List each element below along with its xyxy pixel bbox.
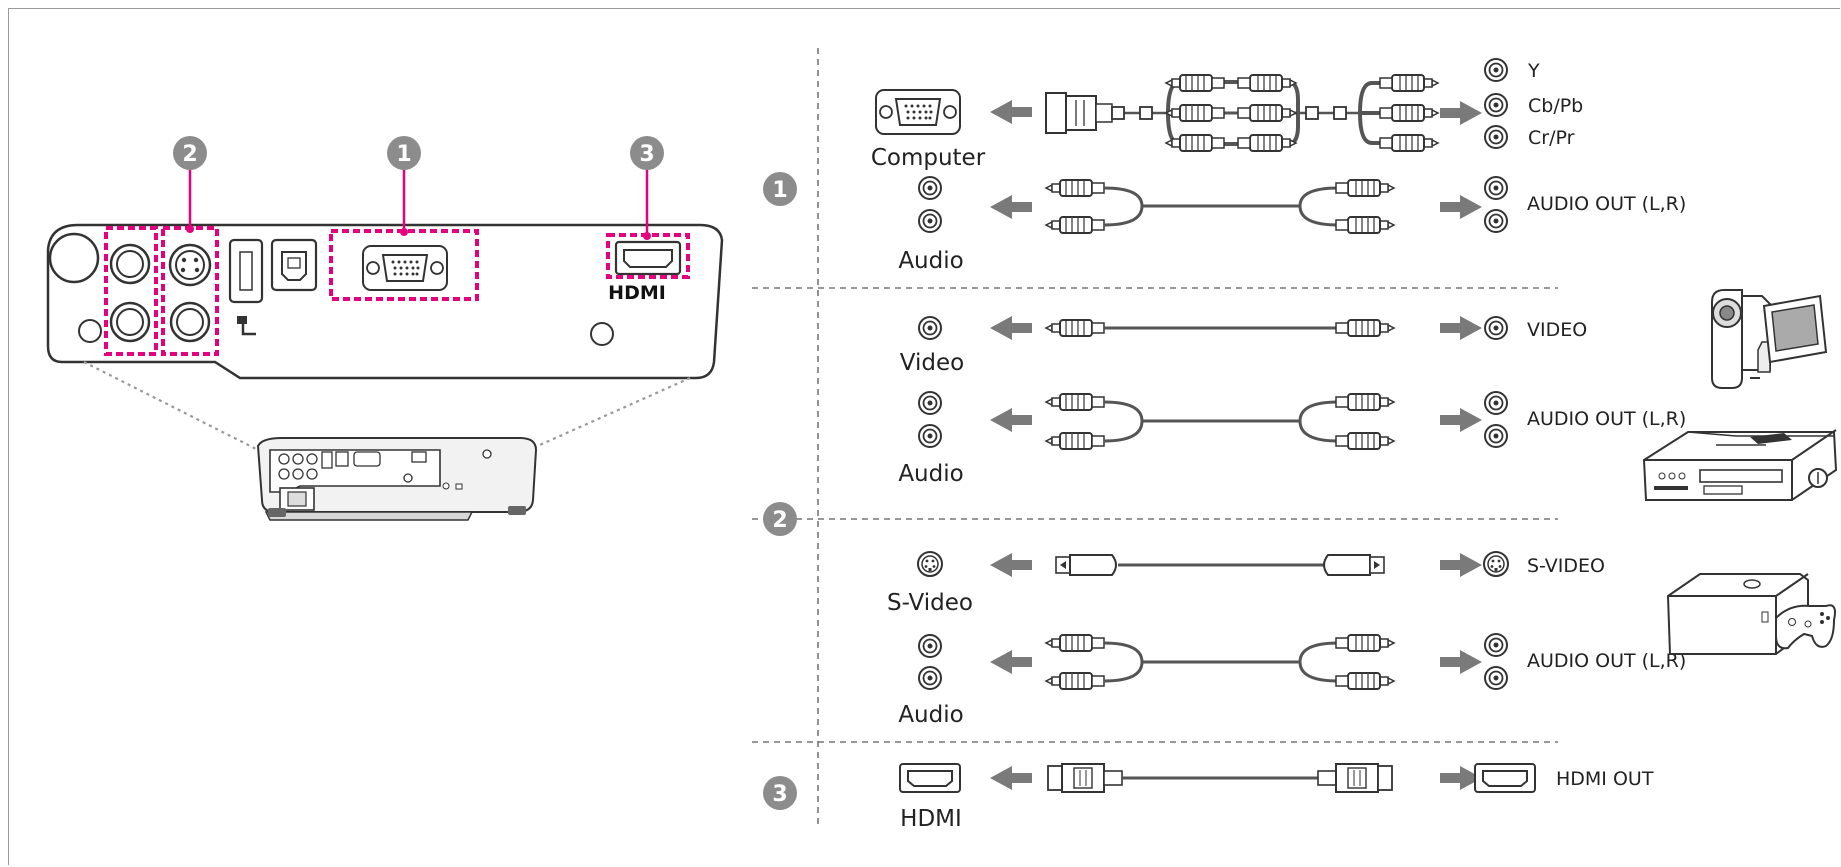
svideo-video-jacks xyxy=(168,243,212,343)
connection-label-audio: Audio xyxy=(898,702,963,728)
row-badge-1: 1 xyxy=(763,172,797,206)
audio-in-jacks xyxy=(109,243,151,343)
audio-out-label: AUDIO OUT (L,R) xyxy=(1527,193,1686,215)
connection-label-video: Video xyxy=(900,350,964,376)
row-badge-3: 3 xyxy=(763,776,797,810)
callout-badge-1: 1 xyxy=(387,136,421,170)
hdmi-plug-icon xyxy=(1047,763,1123,793)
svideo-out-label: S-VIDEO xyxy=(1527,555,1605,577)
svideo-plug-icon xyxy=(1055,554,1117,576)
component-label-y: Y xyxy=(1527,60,1540,82)
connection-label-svideo: S-Video xyxy=(887,590,973,616)
svg-text:3: 3 xyxy=(639,142,654,167)
projector-illustration xyxy=(256,437,538,521)
row-badge-2: 2 xyxy=(763,502,797,536)
hdmi-out-label: HDMI OUT xyxy=(1556,768,1654,790)
connection-label-audio: Audio xyxy=(898,248,963,274)
component-label-cr: Cr/Pr xyxy=(1528,127,1575,149)
vcr-icon xyxy=(1642,429,1838,501)
arrow-left-icon xyxy=(990,100,1032,124)
component-label-cb: Cb/Pb xyxy=(1528,95,1583,117)
arrow-right-icon xyxy=(1440,101,1482,125)
connection-label-hdmi: HDMI xyxy=(900,806,962,832)
table-dividers xyxy=(752,48,1558,825)
usb-symbol-icon xyxy=(237,316,256,336)
security-slot-icon xyxy=(48,232,100,284)
connection-computer: Computer Y Cb/Pb xyxy=(871,58,1583,171)
connection-label-audio: Audio xyxy=(898,461,963,487)
connection-label-computer: Computer xyxy=(871,145,986,171)
connection-video: Video VIDEO xyxy=(900,316,1587,376)
hdmi-plug-icon xyxy=(1317,763,1393,793)
svideo-plug-icon xyxy=(1323,554,1385,576)
svg-text:1: 1 xyxy=(772,178,787,203)
callout-badge-2: 2 xyxy=(173,136,207,170)
svg-text:2: 2 xyxy=(182,142,197,167)
svg-text:2: 2 xyxy=(772,508,787,533)
connection-svideo: S-Video S-VIDEO xyxy=(887,551,1605,616)
projector-rear-panel: HDMI 2 1 3 xyxy=(46,136,724,380)
computer-port-icon xyxy=(875,89,961,135)
callout-badge-3: 3 xyxy=(630,136,664,170)
hdmi-port-icon xyxy=(614,240,682,276)
camcorder-icon xyxy=(1711,289,1828,389)
vga-plug-icon xyxy=(1045,92,1113,134)
audio-out-label: AUDIO OUT (L,R) xyxy=(1527,650,1686,672)
hdmi-logo: HDMI xyxy=(608,282,666,304)
connection-audio-2: Audio AUDIO OUT (L,R) xyxy=(898,391,1686,487)
computer-port-icon xyxy=(362,245,448,291)
svg-text:3: 3 xyxy=(772,782,787,807)
video-out-label: VIDEO xyxy=(1527,319,1587,341)
audio-out-label: AUDIO OUT (L,R) xyxy=(1527,408,1686,430)
connection-audio-1: Audio AUDIO OUT (L,R) xyxy=(898,176,1686,274)
connection-hdmi: HDMI HDMI OUT xyxy=(899,763,1654,832)
svg-text:1: 1 xyxy=(396,142,411,167)
figure-frame xyxy=(8,8,1840,865)
game-console-icon xyxy=(1666,573,1836,655)
connection-audio-3: Audio AUDIO OUT (L,R) xyxy=(898,633,1686,728)
